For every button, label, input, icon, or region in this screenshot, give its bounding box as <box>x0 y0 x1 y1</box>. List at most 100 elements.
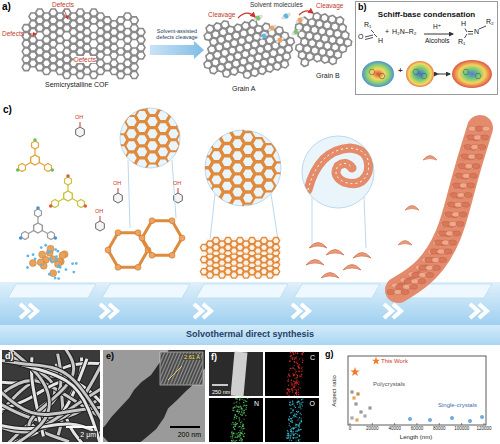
illustration-shape <box>379 73 385 78</box>
illustration-shape <box>296 414 297 415</box>
illustration-shape <box>242 431 243 432</box>
figure-label: Defects <box>74 56 96 63</box>
illustration-shape <box>294 284 380 298</box>
illustration-shape <box>372 423 373 425</box>
illustration-shape <box>302 354 303 355</box>
illustration-shape <box>426 272 434 277</box>
figure-label: R₂ <box>486 18 494 26</box>
illustration-shape <box>295 384 296 385</box>
illustration-shape <box>137 29 145 36</box>
illustration-shape <box>296 394 297 395</box>
illustration-shape <box>308 148 369 190</box>
illustration-shape <box>292 401 293 402</box>
illustration-shape <box>293 429 294 430</box>
illustration-shape <box>290 426 291 427</box>
tem-image: 200 nm2.61 Å <box>103 350 205 442</box>
illustration-shape <box>468 419 472 423</box>
illustration-shape <box>170 426 200 428</box>
figure-label: N <box>474 28 479 36</box>
illustration-shape <box>301 369 302 370</box>
illustration-shape <box>294 383 295 384</box>
figure-label: 20000 <box>366 427 379 432</box>
illustration-shape <box>49 258 52 261</box>
illustration-shape <box>137 44 145 51</box>
illustration-shape <box>292 409 293 410</box>
illustration-shape <box>209 352 263 396</box>
illustration-shape <box>31 155 40 165</box>
illustration-shape <box>49 250 52 253</box>
illustration-shape <box>100 216 101 221</box>
illustration-shape <box>231 431 232 432</box>
illustration-shape <box>65 268 68 271</box>
illustration-shape <box>135 230 141 236</box>
illustration-shape <box>293 434 294 435</box>
illustration-shape <box>292 384 293 385</box>
illustration-shape <box>297 382 298 383</box>
illustration-shape <box>295 382 296 383</box>
illustration-shape <box>291 431 292 432</box>
process-band: Solvothermal direct synthesis <box>0 325 500 345</box>
illustration-shape <box>240 407 241 408</box>
illustration-shape <box>288 418 289 419</box>
illustration-shape <box>135 264 141 270</box>
illustration-shape <box>288 390 289 391</box>
illustration-shape <box>51 261 54 264</box>
illustration-shape <box>295 431 296 432</box>
illustration-shape <box>241 438 242 439</box>
illustration-shape <box>233 407 234 408</box>
illustration-shape <box>288 433 289 434</box>
illustration-shape <box>234 436 235 437</box>
illustration-shape <box>205 130 281 206</box>
illustration-shape <box>44 244 47 247</box>
chart-art <box>348 356 486 425</box>
illustration-shape <box>294 415 295 416</box>
illustration-shape <box>312 197 313 248</box>
illustration-shape <box>290 355 291 356</box>
illustration-shape <box>296 390 297 391</box>
figure-label: Alcohols <box>425 37 450 44</box>
illustration-shape <box>290 421 291 422</box>
illustration-shape <box>297 434 298 435</box>
node-text: C <box>309 354 316 362</box>
illustration-shape <box>450 416 454 420</box>
illustration-shape <box>288 379 289 380</box>
illustration-shape <box>240 397 241 398</box>
panel-box: Schiff-base condensation <box>355 1 498 95</box>
illustration-shape <box>263 181 276 192</box>
illustration-shape <box>55 261 62 268</box>
illustration-shape <box>292 390 293 391</box>
illustration-shape <box>295 425 296 426</box>
illustration-shape <box>308 148 369 190</box>
illustration-shape <box>301 420 302 421</box>
illustration-shape <box>413 69 419 74</box>
illustration-shape <box>109 304 117 318</box>
illustration-shape <box>236 433 237 434</box>
illustration-shape <box>241 421 242 422</box>
illustration-shape <box>57 277 60 280</box>
illustration-shape <box>120 108 180 168</box>
illustration-shape <box>295 369 296 370</box>
illustration-shape <box>272 238 279 244</box>
figure-label: Single-crystals <box>438 402 477 409</box>
illustration-shape <box>236 411 237 412</box>
illustration-shape <box>467 183 475 188</box>
illustration-shape <box>298 394 299 395</box>
illustration-shape <box>17 364 99 442</box>
figure-label: 120000 <box>476 427 491 432</box>
illustration-shape <box>251 69 259 77</box>
illustration-shape <box>355 418 358 421</box>
illustration-shape <box>302 136 374 208</box>
illustration-shape <box>290 433 291 434</box>
illustration-shape <box>290 431 291 432</box>
illustration-shape <box>406 61 434 87</box>
illustration-shape <box>265 398 319 442</box>
illustration-shape <box>302 362 303 363</box>
figure-label: R₁ <box>364 21 371 29</box>
illustration-shape <box>296 20 299 23</box>
illustration-shape <box>293 438 294 439</box>
illustration-shape <box>137 36 145 43</box>
illustration-shape <box>66 174 70 178</box>
illustration-shape <box>45 164 52 172</box>
figure-label: a) <box>2 1 11 12</box>
illustration-shape <box>28 34 36 35</box>
